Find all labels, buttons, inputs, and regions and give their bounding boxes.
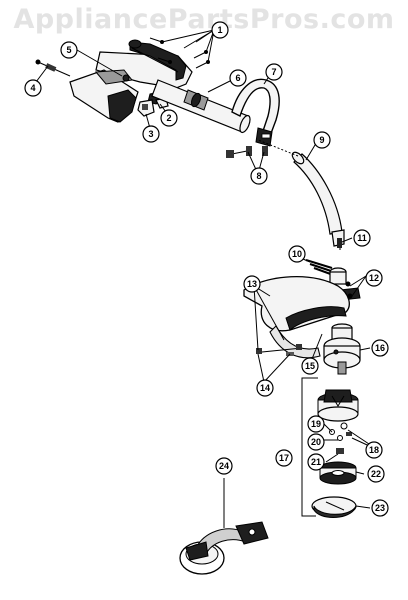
callout-9: 9 <box>313 131 331 149</box>
callout-18: 18 <box>365 441 383 459</box>
svg-text:1: 1 <box>217 25 222 35</box>
throttle-cable <box>35 59 71 77</box>
callout-10: 10 <box>288 245 306 263</box>
callout-15: 15 <box>301 357 319 375</box>
svg-text:20: 20 <box>311 437 321 447</box>
spool-housing <box>317 389 359 422</box>
callout-23: 23 <box>371 499 389 517</box>
edger-attachment <box>179 478 269 575</box>
gear-head <box>323 323 361 375</box>
stop-switch <box>137 99 155 117</box>
svg-text:10: 10 <box>292 249 302 259</box>
callout-22: 22 <box>367 465 385 483</box>
svg-text:15: 15 <box>305 361 315 371</box>
callout-21: 21 <box>307 453 325 471</box>
svg-text:13: 13 <box>247 279 257 289</box>
callout-4: 4 <box>24 79 42 97</box>
svg-text:12: 12 <box>369 273 379 283</box>
spool-cover <box>311 496 357 518</box>
svg-text:17: 17 <box>279 453 289 463</box>
svg-text:14: 14 <box>260 383 270 393</box>
callout-1: 1 <box>211 21 229 39</box>
callout-11: 11 <box>353 229 371 247</box>
watermark: AppliancePartsPros.com <box>13 4 395 35</box>
svg-text:24: 24 <box>219 461 229 471</box>
svg-text:19: 19 <box>311 419 321 429</box>
callout-8: 8 <box>250 167 268 185</box>
callout-24: 24 <box>215 457 233 475</box>
svg-text:2: 2 <box>166 113 171 123</box>
eyelets-and-washers <box>329 422 352 454</box>
svg-text:21: 21 <box>311 457 321 467</box>
callout-6: 6 <box>229 69 247 87</box>
curved-shaft <box>257 139 345 247</box>
svg-text:8: 8 <box>256 171 261 181</box>
assist-handle <box>231 78 280 147</box>
svg-text:6: 6 <box>235 73 240 83</box>
trimmer-head-bracket <box>301 377 318 517</box>
housing-screws <box>149 37 210 69</box>
svg-text:3: 3 <box>148 129 153 139</box>
callout-7: 7 <box>265 63 283 81</box>
callout-20: 20 <box>307 433 325 451</box>
svg-text:23: 23 <box>375 503 385 513</box>
callout-2: 2 <box>160 109 178 127</box>
upper-shaft <box>151 79 251 134</box>
callout-16: 16 <box>371 339 389 357</box>
svg-text:7: 7 <box>271 67 276 77</box>
handle-bolts <box>226 146 268 158</box>
svg-text:22: 22 <box>371 469 381 479</box>
callout-3: 3 <box>142 125 160 143</box>
callout-14: 14 <box>256 379 274 397</box>
svg-text:11: 11 <box>357 233 367 243</box>
callout-19: 19 <box>307 415 325 433</box>
svg-text:18: 18 <box>369 445 379 455</box>
callout-5: 5 <box>60 41 78 59</box>
svg-text:16: 16 <box>375 343 385 353</box>
callout-17: 17 <box>275 449 293 467</box>
callout-13: 13 <box>243 275 261 293</box>
svg-text:5: 5 <box>66 45 71 55</box>
line-spool <box>319 461 357 485</box>
handle-grip <box>69 69 139 123</box>
debris-shield <box>243 275 350 359</box>
callout-12: 12 <box>365 269 383 287</box>
svg-text:9: 9 <box>319 135 324 145</box>
svg-text:4: 4 <box>30 83 35 93</box>
